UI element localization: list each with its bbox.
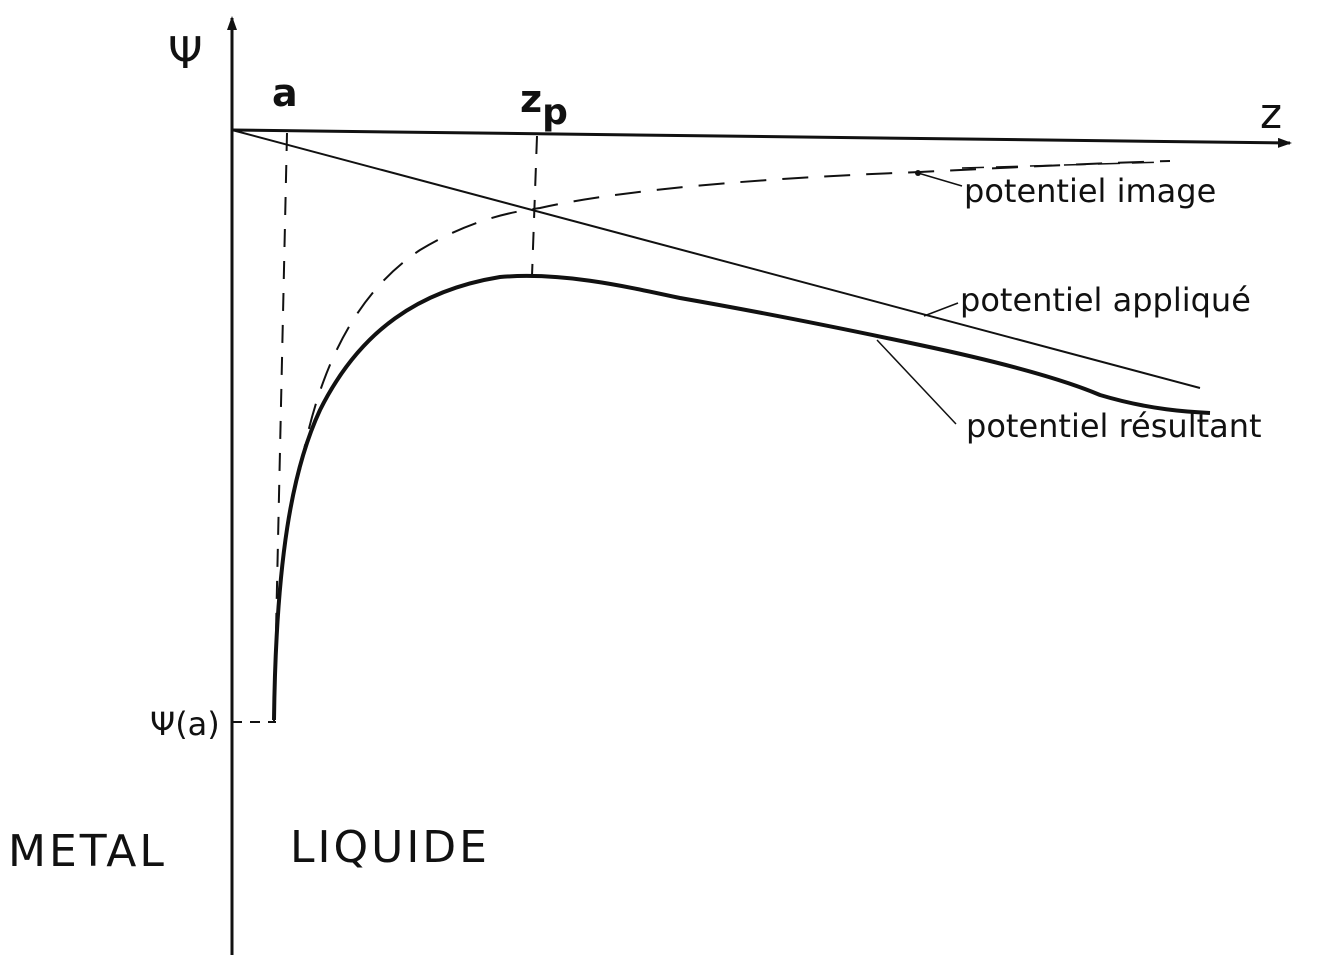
resultant-potential-curve (272, 273, 1211, 721)
label-image-overline (961, 161, 1166, 169)
image-leader-dot (915, 170, 921, 176)
tick-label-a: a (272, 71, 298, 115)
region-label-metal: METAL (8, 826, 167, 877)
tick-label-zp: zp (520, 77, 568, 133)
label-applied-potential: potentiel appliqué (960, 281, 1251, 319)
label-psi-a: Ψ(a) (150, 705, 220, 743)
z-axis-label: z (1260, 89, 1282, 138)
resultant-leader (876, 339, 957, 425)
applied-leader (923, 302, 959, 317)
image-leader (917, 172, 963, 187)
image-potential-curve (299, 160, 1171, 471)
applied-potential-line (231, 129, 1201, 389)
label-image-potential: potentiel image (964, 172, 1216, 210)
guide-line-zp (531, 135, 538, 277)
label-resultant-potential: potentiel résultant (966, 407, 1262, 445)
region-label-liquide: LIQUIDE (290, 822, 490, 873)
psi-axis-label: Ψ (168, 28, 203, 79)
z-axis (231, 128, 1292, 148)
